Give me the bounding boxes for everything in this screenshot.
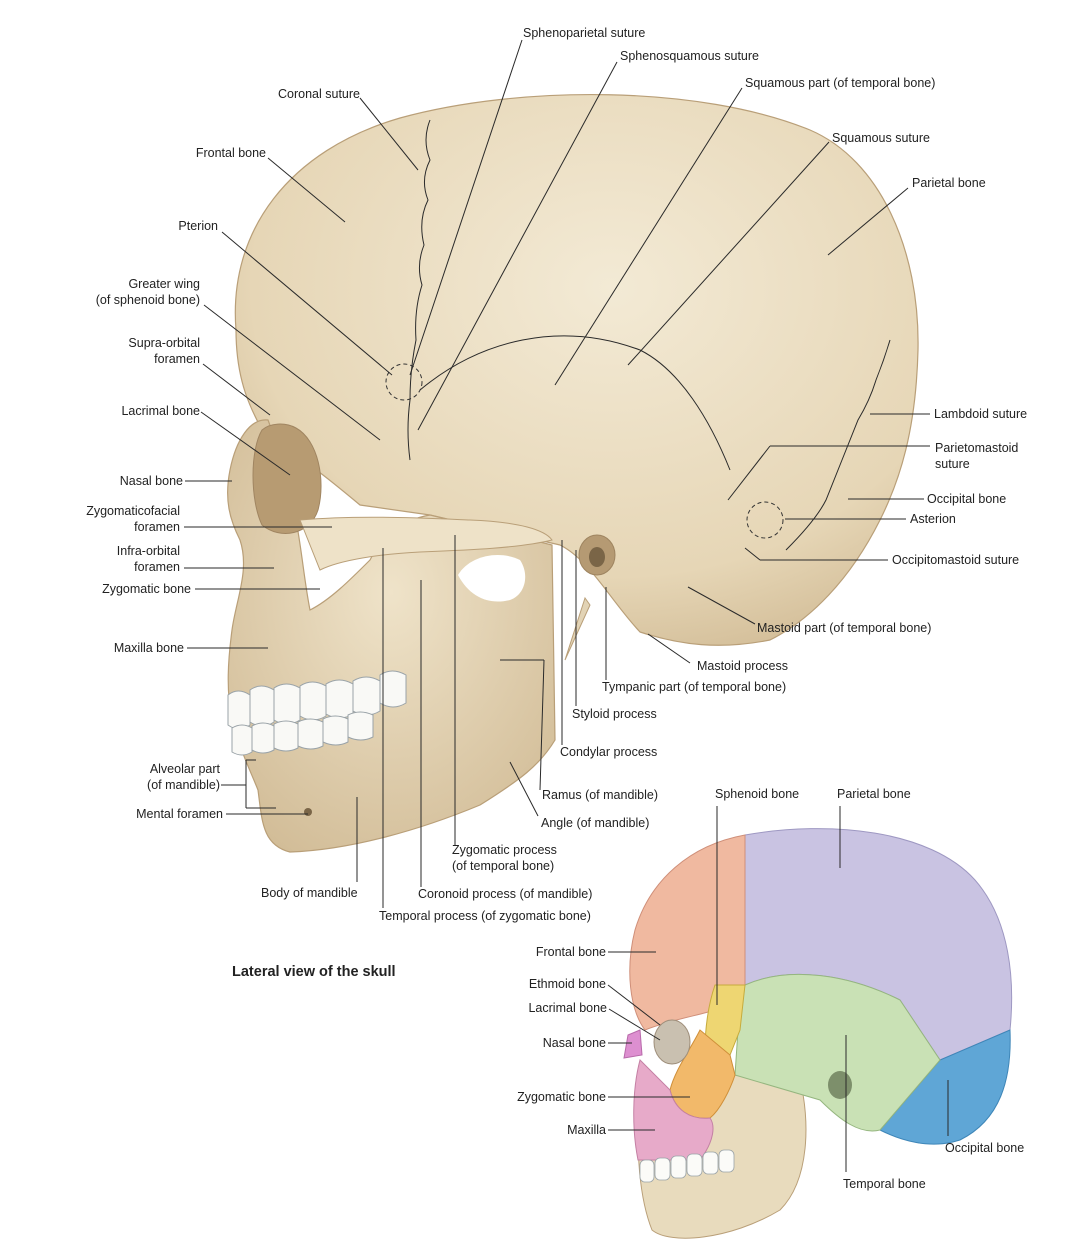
inset-occipital (879, 1029, 1011, 1145)
label-parietal-bone: Parietal bone (912, 176, 986, 190)
label-zygomatic-bone: Zygomatic bone (102, 582, 191, 596)
pterion-circle (385, 363, 423, 401)
label-sphenosquamous-suture: Sphenosquamous suture (620, 49, 759, 63)
label-lacrimal-bone: Lacrimal bone (121, 404, 200, 418)
label-coronoid-process: Coronoid process (of mandible) (418, 887, 593, 901)
leader-lines (184, 39, 930, 908)
label-zygomaticofacial-line1: Zygomaticofacial (86, 504, 180, 518)
zygomatic-arch (299, 516, 553, 571)
inset-maxilla (633, 1059, 714, 1161)
label-frontal-bone: Frontal bone (195, 146, 266, 160)
label-infraorbital-line1: Infra-orbital (116, 544, 180, 558)
label-alveolar-part: Alveolar part (of mandible) (100, 761, 220, 793)
mandibular-notch (458, 555, 526, 602)
inset-skull (623, 828, 1013, 1239)
label-alveolar-line1: Alveolar part (149, 762, 220, 776)
label-lambdoid-suture: Lambdoid suture (934, 407, 1028, 421)
label-zygomaticofacial-line2: foramen (134, 520, 180, 534)
mental-foramen-dot (304, 808, 312, 816)
label-zygomaticofacial-foramen: Zygomaticofacial foramen (60, 503, 180, 535)
styloid-shape (564, 596, 591, 661)
label-temporal-process: Temporal process (of zygomatic bone) (379, 909, 591, 923)
label-squamous-suture: Squamous suture (832, 131, 930, 145)
inset-label-occipital-bone: Occipital bone (945, 1141, 1025, 1155)
label-zygomatic-process: Zygomatic process (of temporal bone) (452, 842, 557, 874)
label-mastoid-process: Mastoid process (697, 659, 789, 673)
label-styloid-process: Styloid process (572, 707, 657, 721)
label-zygomatic-process-line2: (of temporal bone) (452, 859, 555, 873)
label-mastoid-part: Mastoid part (of temporal bone) (757, 621, 932, 635)
label-maxilla-bone: Maxilla bone (113, 641, 184, 655)
orbit (252, 423, 322, 534)
inset-label-ethmoid-bone: Ethmoid bone (528, 977, 606, 991)
main-skull (227, 94, 919, 853)
teeth (227, 670, 407, 756)
label-infraorbital-line2: foramen (134, 560, 180, 574)
label-asterion: Asterion (910, 512, 956, 526)
label-alveolar-line2: (of mandible) (147, 778, 220, 792)
label-greater-wing: Greater wing (of sphenoid bone) (60, 276, 200, 308)
coronal-suture-line (407, 119, 431, 461)
label-occipital-bone: Occipital bone (927, 492, 1007, 506)
label-parietomastoid-line1: Parietomastoid (935, 441, 1019, 455)
inset-label-parietal-bone: Parietal bone (837, 787, 911, 801)
label-occipitomastoid-suture: Occipitomastoid suture (892, 553, 1020, 567)
label-mental-foramen: Mental foramen (136, 807, 223, 821)
label-supraorbital-line1: Supra-orbital (128, 336, 200, 350)
label-condylar-process: Condylar process (560, 745, 658, 759)
label-angle: Angle (of mandible) (541, 816, 650, 830)
label-squamous-part: Squamous part (of temporal bone) (745, 76, 936, 90)
inset-label-sphenoid-bone: Sphenoid bone (715, 787, 800, 801)
label-parietomastoid-line2: suture (935, 457, 970, 471)
inset-label-zygomatic-bone: Zygomatic bone (517, 1090, 606, 1104)
lambdoid-suture-line (785, 339, 891, 551)
inset-label-nasal-bone: Nasal bone (542, 1036, 606, 1050)
inset-orbit (653, 1019, 691, 1065)
figure-title: Lateral view of the skull (232, 964, 396, 980)
asterion-circle (746, 501, 784, 539)
inset-label-lacrimal-bone: Lacrimal bone (528, 1001, 607, 1015)
label-parietomastoid-suture: Parietomastoid suture (935, 440, 1018, 472)
label-zygomatic-process-line1: Zygomatic process (452, 843, 557, 857)
inset-frontal (629, 834, 746, 1031)
label-ramus: Ramus (of mandible) (542, 788, 659, 802)
inset-label-maxilla: Maxilla (567, 1123, 606, 1137)
inset-temporal (734, 973, 941, 1132)
label-body-of-mandible: Body of mandible (261, 886, 358, 900)
inset-ear (828, 1071, 852, 1099)
label-pterion: Pterion (178, 219, 218, 233)
label-sphenoparietal-suture: Sphenoparietal suture (523, 26, 646, 40)
label-infraorbital-foramen: Infra-orbital foramen (60, 543, 180, 575)
label-tympanic-part: Tympanic part (of temporal bone) (602, 680, 787, 694)
label-greater-wing-line2: (of sphenoid bone) (95, 293, 200, 307)
label-coronal-suture: Coronal suture (278, 87, 360, 101)
inset-sphenoid (704, 984, 746, 1056)
inset-leader-lines (607, 806, 949, 1172)
label-greater-wing-line1: Greater wing (128, 277, 200, 291)
squamous-suture-line (419, 335, 731, 471)
label-supraorbital-line2: foramen (154, 352, 200, 366)
inset-nasal (623, 1029, 643, 1059)
inset-label-temporal-bone: Temporal bone (843, 1177, 926, 1191)
inset-label-frontal-bone: Frontal bone (535, 945, 606, 959)
label-nasal-bone: Nasal bone (119, 474, 183, 488)
label-supraorbital-foramen: Supra-orbital foramen (80, 335, 200, 367)
